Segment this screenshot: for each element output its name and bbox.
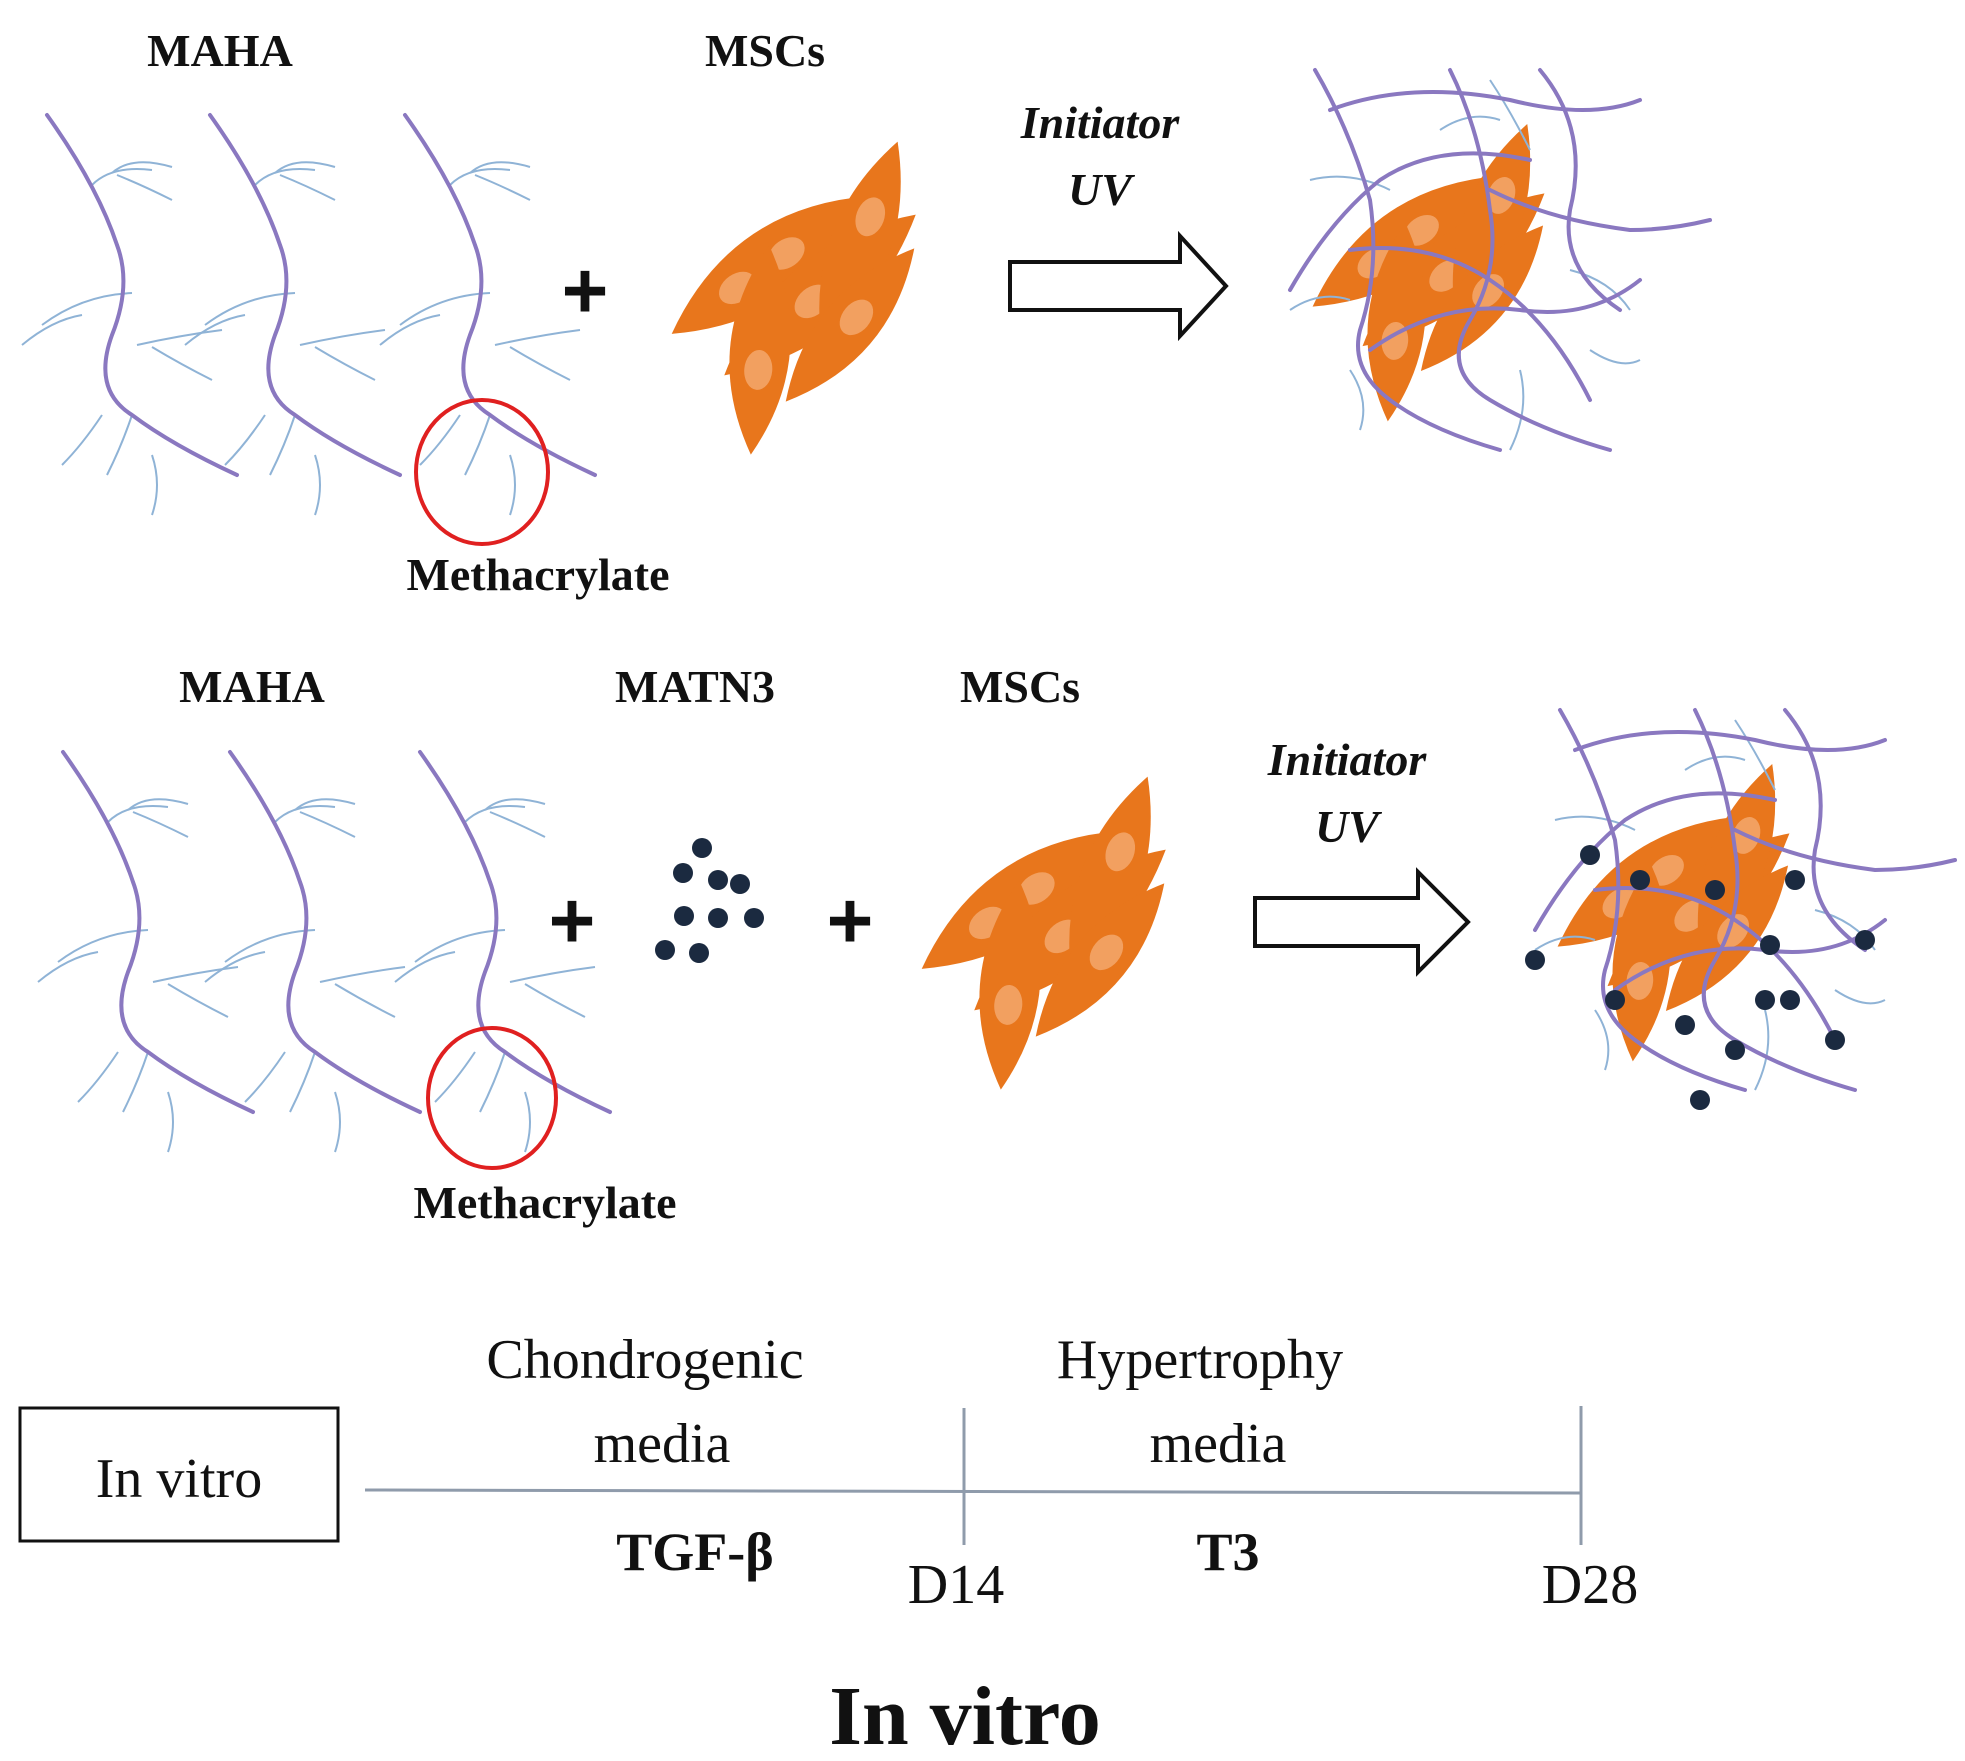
plus-sign: +: [549, 876, 596, 965]
phase1-label-line2: media: [594, 1413, 731, 1475]
msc-cell: [1612, 862, 1671, 1062]
crosslinked-hydrogel: [1288, 68, 1712, 452]
arrow-label-uv: UV: [1315, 801, 1382, 852]
matn3-dots-embedded: [1525, 845, 1875, 1110]
phase2-factor: T3: [1196, 1522, 1259, 1582]
polymer-chain: [204, 750, 422, 1153]
phase2-label-line1: Hypertrophy: [1057, 1329, 1343, 1391]
msc-cell-cluster: [671, 141, 916, 455]
polymer-chain: [184, 113, 402, 516]
label-matn3: MATN3: [615, 661, 775, 712]
msc-cell: [979, 880, 1041, 1090]
phase2-label-line2: media: [1150, 1413, 1287, 1475]
in-vitro-box: [18, 1406, 340, 1543]
panel-bottom: MAHA MATN3 MSCs Methacrylate + + Initiat…: [37, 661, 1957, 1228]
arrow-label-initiator: Initiator: [1020, 97, 1181, 148]
polymer-chain: [379, 113, 597, 516]
label-methacrylate: Methacrylate: [406, 549, 669, 600]
maha-polymer-chains: [21, 113, 597, 516]
plus-sign: +: [827, 876, 874, 965]
methacrylate-highlight-circle: [426, 1026, 558, 1170]
msc-cell-cluster: [921, 776, 1166, 1090]
reaction-arrow: [1008, 230, 1229, 342]
msc-cell: [785, 248, 915, 402]
plus-sign: +: [562, 246, 609, 335]
phase1-factor: TGF-β: [616, 1522, 773, 1582]
tick-label-d28: D28: [1542, 1554, 1638, 1616]
polymer-chain: [394, 750, 612, 1153]
methacrylate-highlight-circle: [414, 398, 550, 546]
panel-top: MAHA MSCs Methacrylate + Initiator UV: [21, 25, 1712, 600]
polymer-chain: [37, 750, 255, 1153]
arrow-label-uv: UV: [1068, 164, 1135, 215]
label-mscs: MSCs: [960, 661, 1080, 712]
diagram-title: In vitro: [829, 1670, 1100, 1761]
label-mscs: MSCs: [705, 25, 825, 76]
tick-label-d14: D14: [908, 1554, 1004, 1616]
msc-cell: [1035, 883, 1165, 1037]
label-maha: MAHA: [179, 661, 325, 712]
timeline-axis: [364, 1488, 1581, 1495]
timeline: In vitro Chondrogenic media TGF-β Hypert…: [18, 1329, 1638, 1616]
arrow-label-initiator: Initiator: [1267, 734, 1428, 785]
polymer-chain: [21, 113, 239, 516]
matn3-protein-dots: [655, 838, 764, 963]
msc-cell: [729, 245, 791, 455]
msc-cell: [1367, 222, 1426, 422]
phase1-label-line1: Chondrogenic: [486, 1329, 803, 1391]
reaction-arrow: [1253, 867, 1471, 977]
label-maha: MAHA: [147, 25, 293, 76]
label-methacrylate: Methacrylate: [413, 1177, 676, 1228]
maha-polymer-chains: [37, 750, 612, 1153]
crosslinked-hydrogel-with-matn3: [1525, 708, 1957, 1110]
in-vitro-box-label: In vitro: [96, 1448, 262, 1510]
